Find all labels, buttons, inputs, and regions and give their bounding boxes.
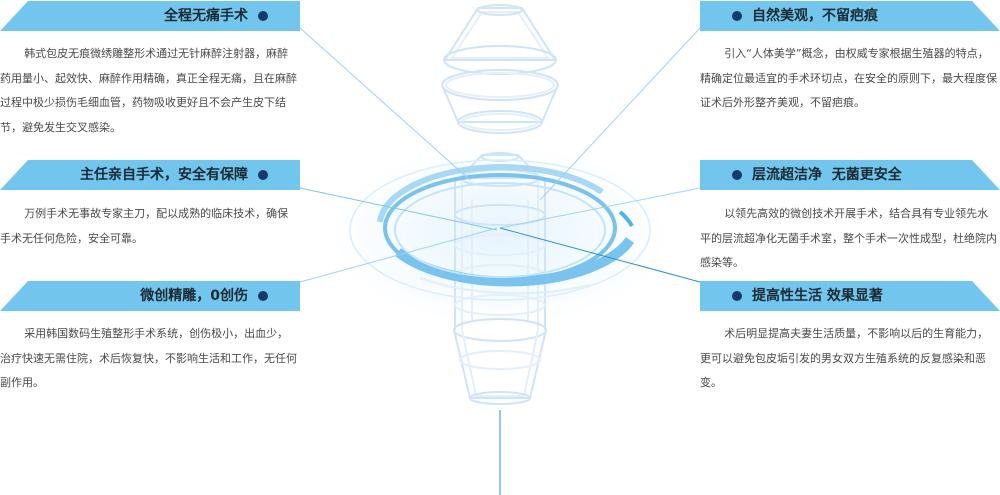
bullet-dot-icon — [732, 291, 742, 301]
feature-text-improve: 术后明显提高夫妻生活质量，不影响以后的生育能力，更可以避免包皮垢引发的男女双方生… — [700, 327, 989, 389]
bullet-dot-icon — [258, 291, 268, 301]
feature-title: 层流超洁净 无菌更安全 — [752, 167, 902, 183]
feature-title: 全程无痛手术 — [164, 8, 248, 24]
feature-banner-natural: 自然美观，不留疤痕 — [700, 1, 1000, 31]
bullet-dot-icon — [258, 11, 268, 21]
feature-text-cleanroom: 以领先高效的微创技术开展手术，结合具有专业领先水平的层流超净化无菌手术室，整个手… — [700, 207, 997, 269]
connector-lines — [299, 27, 701, 495]
feature-text-painless: 韩式包皮无痕微绣雕整形术通过无针麻醉注射器，麻醉药用量小、起效快、麻醉作用精确，… — [0, 47, 297, 134]
feature-text-director: 万例手术无事故专家主刀，配以成熟的临床技术，确保手术无任何危险，安全可靠。 — [0, 207, 289, 245]
feature-banner-painless: 全程无痛手术 — [0, 1, 300, 31]
feature-title: 提高性生活 效果显著 — [752, 288, 883, 304]
bullet-dot-icon — [258, 170, 268, 180]
feature-banner-cleanroom: 层流超洁净 无菌更安全 — [700, 160, 1000, 190]
feature-banner-minimal: 微创精雕，0创伤 — [0, 281, 300, 311]
bullet-dot-icon — [732, 170, 742, 180]
bullet-dot-icon — [732, 11, 742, 21]
feature-title: 主任亲自手术，安全有保障 — [80, 167, 248, 183]
feature-title: 自然美观，不留疤痕 — [752, 8, 878, 24]
feature-banner-improve: 提高性生活 效果显著 — [700, 281, 1000, 311]
feature-text-natural: 引入“人体美学”概念，由权威专家根据生殖器的特点，精确定位最适宜的手术环切点，在… — [700, 47, 997, 109]
feature-banner-director: 主任亲自手术，安全有保障 — [0, 160, 300, 190]
feature-text-minimal: 采用韩国数码生殖整形手术系统，创伤极小，出血少，治疗快速无需住院，术后恢复快，不… — [0, 327, 297, 389]
feature-title: 微创精雕，0创伤 — [140, 288, 248, 304]
